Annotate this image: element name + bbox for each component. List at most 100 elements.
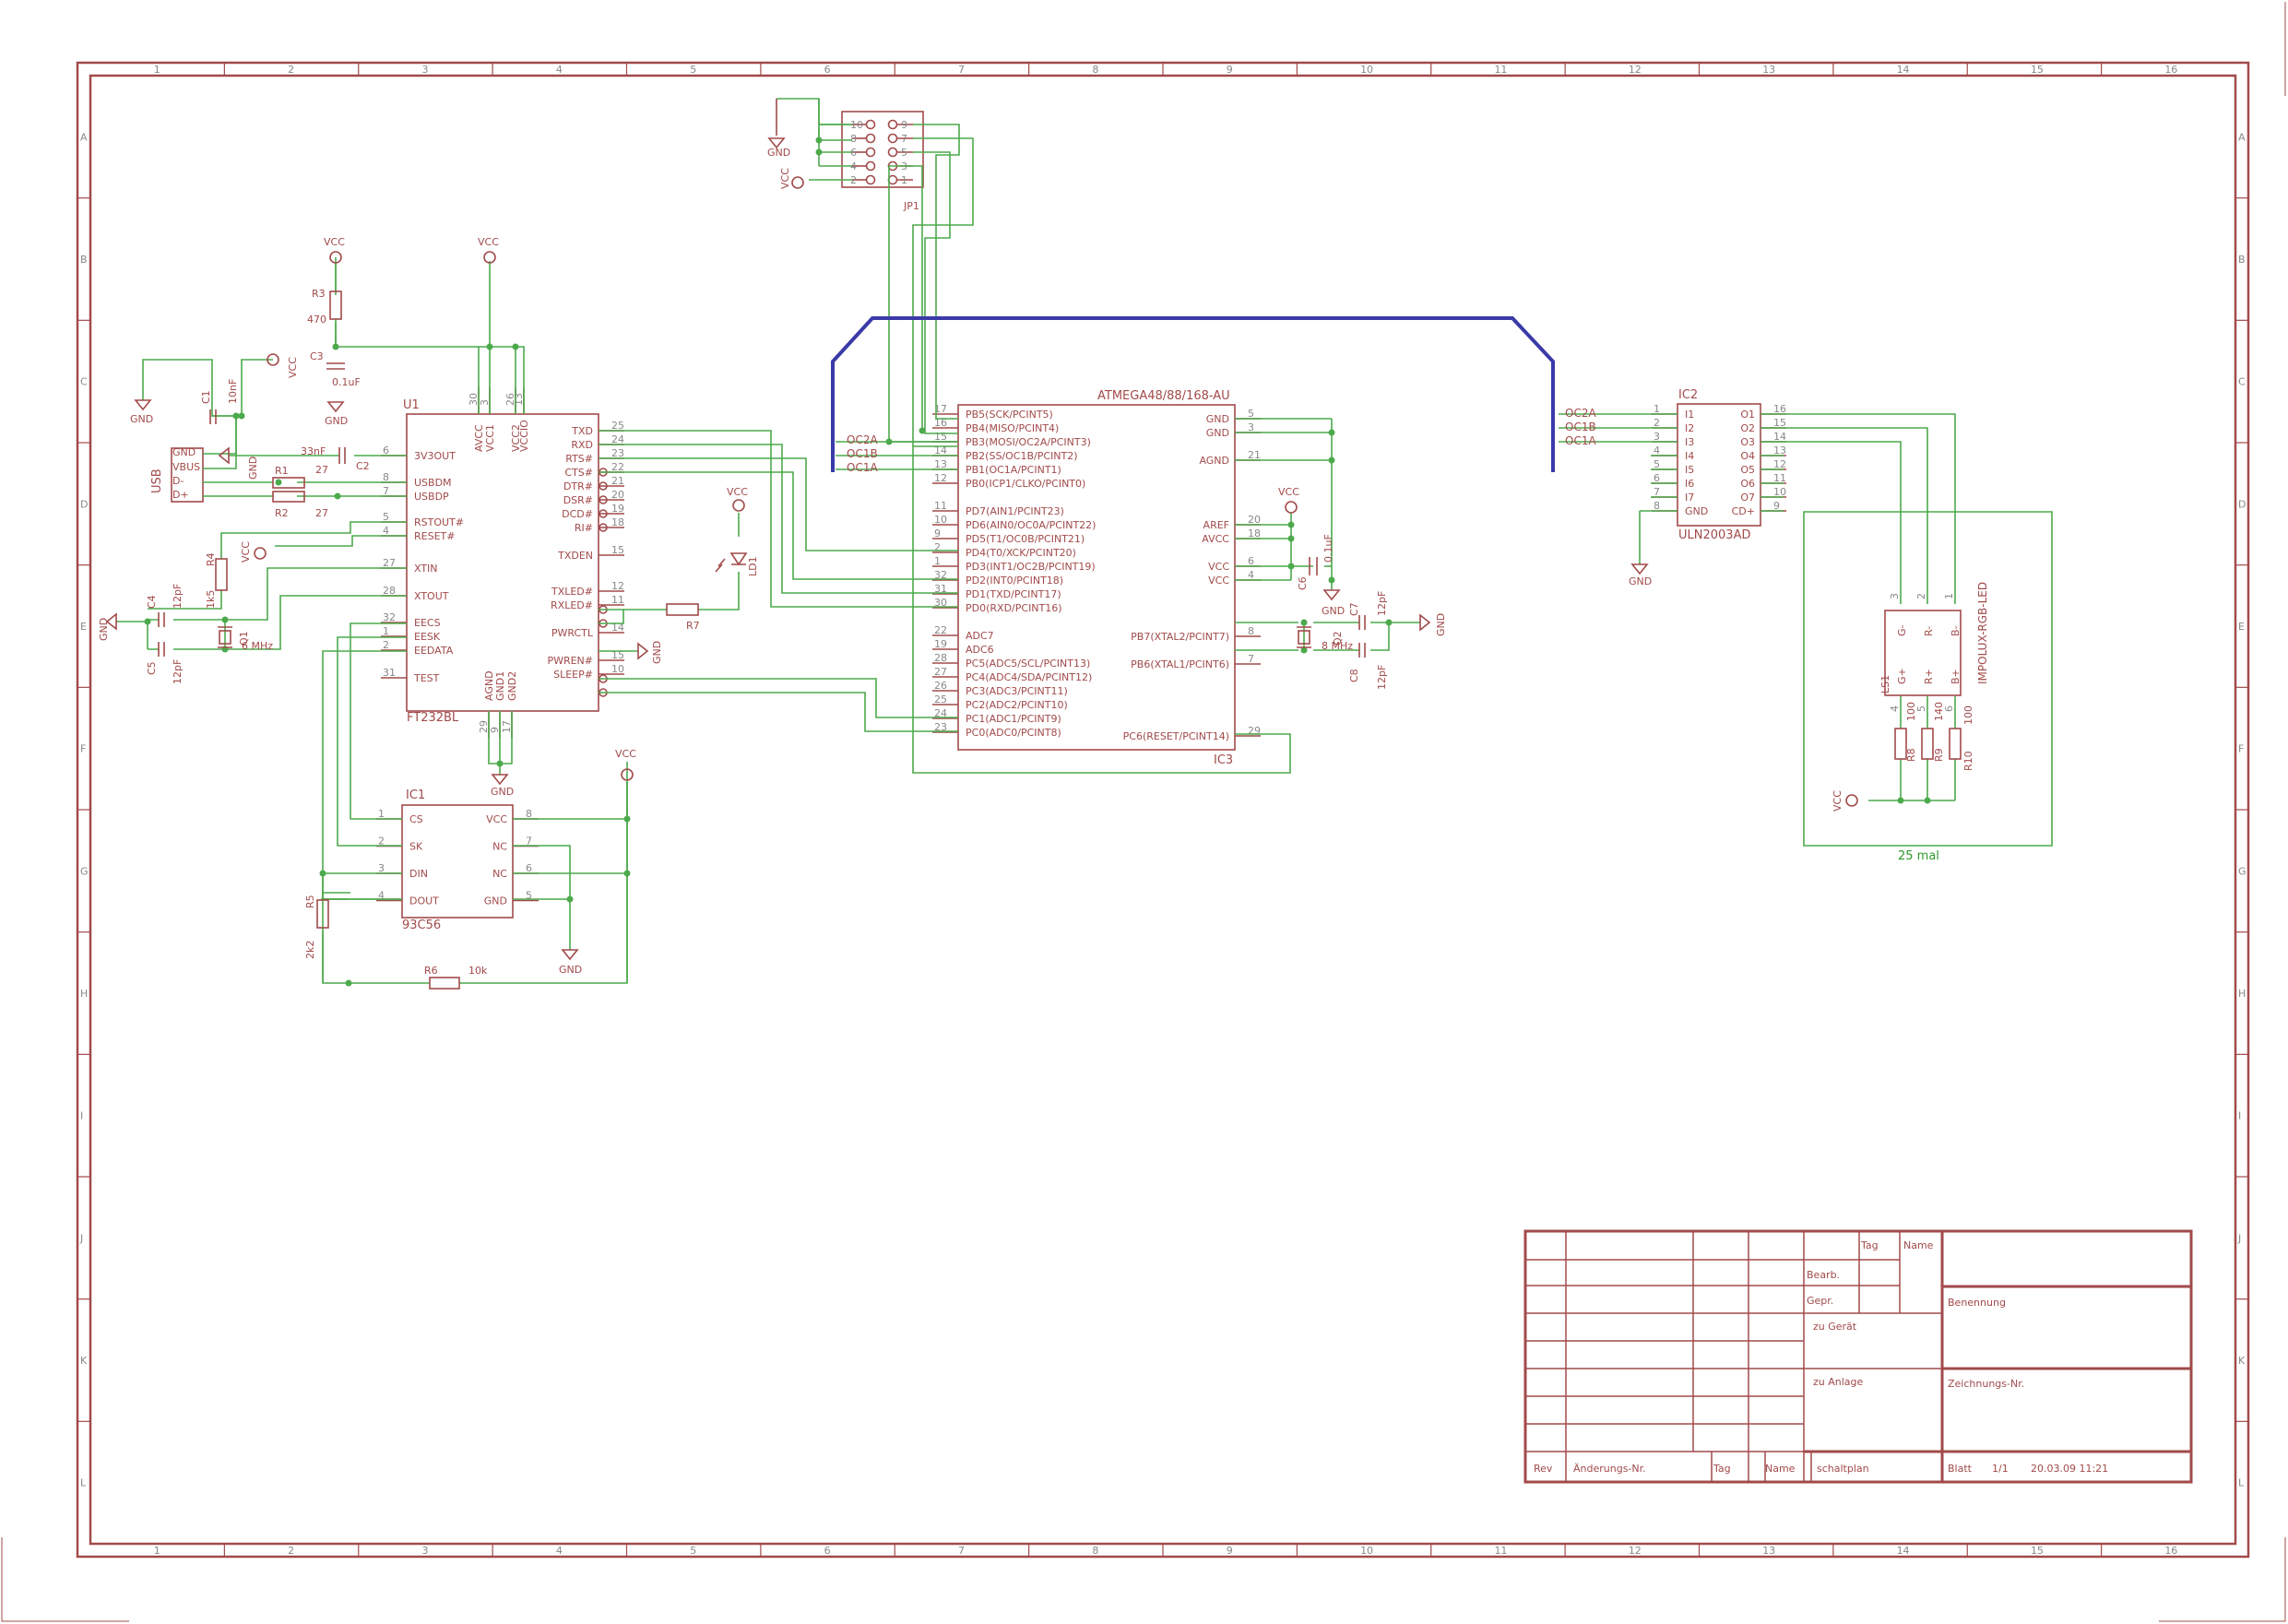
vcc-avr: VCC	[1278, 486, 1299, 498]
pin-number: 15	[611, 544, 624, 556]
pin-number: 10	[611, 663, 624, 675]
frame-row-right: I	[2238, 1110, 2241, 1122]
pin-number: 23	[611, 447, 624, 459]
frame-row-right: J	[2237, 1232, 2241, 1244]
pin-name: AREF	[1203, 519, 1229, 531]
pin-name: RI#	[575, 522, 593, 534]
pin-number: 31	[383, 667, 396, 679]
frame-col-bottom: 10	[1360, 1545, 1373, 1557]
pin-name: PC3(ADC3/PCINT11)	[966, 685, 1068, 697]
pin-name: AVCC	[473, 424, 485, 452]
pin-number: 2	[1654, 417, 1660, 429]
frame-col-bottom: 6	[824, 1545, 831, 1557]
pin-name: PC5(ADC5/SCL/PCINT13)	[966, 658, 1090, 670]
usb-connector: USB GND VBUS D- D+	[150, 446, 204, 503]
pin-number: 11	[1773, 472, 1786, 484]
c6-value: 0.1uF	[1322, 534, 1334, 563]
pin-number: 23	[934, 721, 947, 733]
ic2-ref: IC2	[1678, 388, 1698, 402]
pin-name: I3	[1685, 436, 1694, 448]
ic1-ref: IC1	[406, 788, 425, 802]
pin-name: O6	[1740, 478, 1755, 490]
frame-row-left: J	[79, 1232, 83, 1244]
pin-number: 9	[1773, 500, 1780, 512]
pin-number: 21	[1248, 449, 1261, 461]
pin-number: 29	[1248, 725, 1261, 737]
frame-row-right: B	[2238, 254, 2246, 266]
ls1-pin-gminus: G-	[1896, 624, 1908, 636]
pin-number: 30	[934, 597, 947, 609]
ls1-pin-rminus: R-	[1923, 626, 1935, 636]
pin-number: 16	[934, 417, 947, 429]
pin-number: 12	[611, 580, 624, 592]
pin-name: AGND	[1199, 455, 1229, 467]
pin-name: PB0(ICP1/CLKO/PCINT0)	[966, 478, 1085, 490]
r10-value: 100	[1962, 705, 1974, 725]
pin-name: O3	[1740, 436, 1755, 448]
pin-name: DTR#	[563, 480, 593, 492]
jp1-pin-right: 1	[901, 174, 907, 186]
frame-col-bottom: 3	[421, 1545, 428, 1557]
pin-name: PB6(XTAL1/PCINT6)	[1131, 658, 1229, 670]
pin-number: 12	[1773, 458, 1786, 470]
vcc-reset: VCC	[240, 541, 252, 563]
frame-col-bottom: 16	[2164, 1545, 2177, 1557]
net-oc1a-left: OC1A	[847, 461, 878, 474]
frame-row-left: I	[80, 1110, 83, 1122]
jp1-ref: JP1	[903, 200, 919, 212]
frame-col-bottom: 8	[1092, 1545, 1098, 1557]
pin-name: AGND	[483, 670, 495, 701]
pin-number: 9	[489, 727, 501, 733]
led-multiplier-note: 25 mal	[1898, 849, 1939, 863]
q1-value: 6 MHz	[242, 640, 273, 652]
passives: C1 10nF 33nF C2 C3 0.1uF R3 470 R1 27 R2…	[146, 288, 1989, 990]
pin-name: VCC	[1208, 575, 1229, 587]
frame-col-bottom: 11	[1494, 1545, 1507, 1557]
gnd-xtal: GND	[98, 618, 110, 641]
jp1-pin-left: 2	[850, 174, 857, 186]
pin-number: 5	[526, 890, 532, 902]
pin-name: DOUT	[409, 895, 439, 907]
pin-name: NC	[492, 841, 507, 853]
pin-name: EECS	[414, 617, 441, 629]
title-block: Tag Name Bearb. Gepr. zu Gerät zu Anlage…	[1523, 1229, 2193, 1484]
usb-pin-vbus: VBUS	[172, 461, 200, 473]
ls1-num-2: 2	[1915, 593, 1927, 599]
frame-row-right: K	[2238, 1355, 2246, 1367]
pin-name: I4	[1685, 450, 1694, 462]
c7-ref: C7	[1348, 602, 1360, 616]
pin-number: 6	[1654, 472, 1660, 484]
pin-number: 1	[378, 808, 385, 820]
tb-blatt-value: 1/1	[1992, 1463, 2009, 1475]
frame-row-right: F	[2238, 743, 2244, 755]
usb-pin-dplus: D+	[172, 489, 189, 501]
c5-value: 12pF	[172, 659, 184, 684]
pin-number: 11	[934, 500, 947, 512]
q2-value: 8 MHz	[1322, 640, 1353, 652]
c4-ref: C4	[146, 595, 158, 609]
gnd-pwrctl: GND	[651, 641, 663, 664]
ls1-num-5: 5	[1915, 705, 1927, 712]
pin-name: PD4(T0/XCK/PCINT20)	[966, 547, 1076, 559]
pin-name: GND	[484, 895, 507, 907]
c1-ref: C1	[200, 390, 212, 404]
pin-number: 14	[611, 622, 624, 634]
vcc-r3: VCC	[324, 236, 345, 248]
pin-number: 22	[934, 624, 947, 636]
usb-label: USB	[150, 468, 164, 493]
pin-name: PD2(INT0/PCINT18)	[966, 575, 1063, 587]
net-oc2a-left: OC2A	[847, 433, 878, 446]
frame-col-bottom: 2	[288, 1545, 294, 1557]
pin-name: TEST	[413, 672, 440, 684]
pin-number: 7	[1248, 653, 1254, 665]
net-oc2a-right: OC2A	[1565, 407, 1596, 420]
gnd-c1: GND	[130, 413, 153, 425]
gnd-avr: GND	[1322, 605, 1345, 617]
pin-name: PB4(MISO/PCINT4)	[966, 422, 1059, 434]
pin-number: 25	[934, 693, 947, 705]
pin-number: 28	[383, 585, 396, 597]
frame-row-left: C	[80, 376, 88, 388]
pin-name: I2	[1685, 422, 1694, 434]
